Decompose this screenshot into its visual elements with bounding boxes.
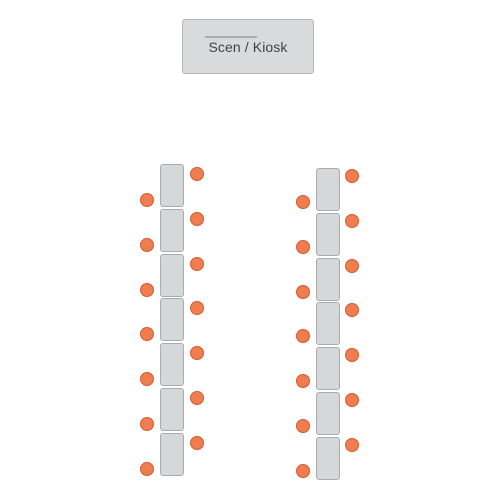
table[interactable] [316, 302, 340, 345]
table[interactable] [160, 343, 184, 386]
seat[interactable] [345, 214, 359, 228]
seat[interactable] [345, 169, 359, 183]
seat[interactable] [345, 259, 359, 273]
table[interactable] [316, 258, 340, 301]
seat[interactable] [140, 462, 154, 476]
seat[interactable] [190, 391, 204, 405]
seat[interactable] [345, 393, 359, 407]
seat[interactable] [140, 327, 154, 341]
seat[interactable] [190, 301, 204, 315]
table[interactable] [160, 298, 184, 341]
table[interactable] [160, 209, 184, 252]
seat[interactable] [296, 240, 310, 254]
seat[interactable] [296, 329, 310, 343]
seat[interactable] [190, 212, 204, 226]
seat[interactable] [296, 195, 310, 209]
stage-label: Scen / Kiosk [208, 39, 288, 55]
seat[interactable] [190, 257, 204, 271]
seat[interactable] [140, 417, 154, 431]
seat[interactable] [140, 372, 154, 386]
seat[interactable] [296, 374, 310, 388]
seat[interactable] [296, 419, 310, 433]
table[interactable] [316, 392, 340, 435]
table[interactable] [316, 347, 340, 390]
stage-marker-line [205, 36, 257, 38]
seat[interactable] [140, 193, 154, 207]
stage-kiosk[interactable]: Scen / Kiosk [182, 19, 314, 74]
seat[interactable] [190, 167, 204, 181]
table[interactable] [316, 213, 340, 256]
table[interactable] [316, 168, 340, 211]
seat[interactable] [140, 238, 154, 252]
seat[interactable] [296, 464, 310, 478]
seat[interactable] [345, 303, 359, 317]
table[interactable] [160, 254, 184, 297]
seat[interactable] [140, 283, 154, 297]
seat[interactable] [190, 346, 204, 360]
seat[interactable] [296, 285, 310, 299]
table[interactable] [316, 437, 340, 480]
table[interactable] [160, 388, 184, 431]
seat[interactable] [345, 438, 359, 452]
table[interactable] [160, 164, 184, 207]
seat[interactable] [345, 348, 359, 362]
seat[interactable] [190, 436, 204, 450]
table[interactable] [160, 433, 184, 476]
